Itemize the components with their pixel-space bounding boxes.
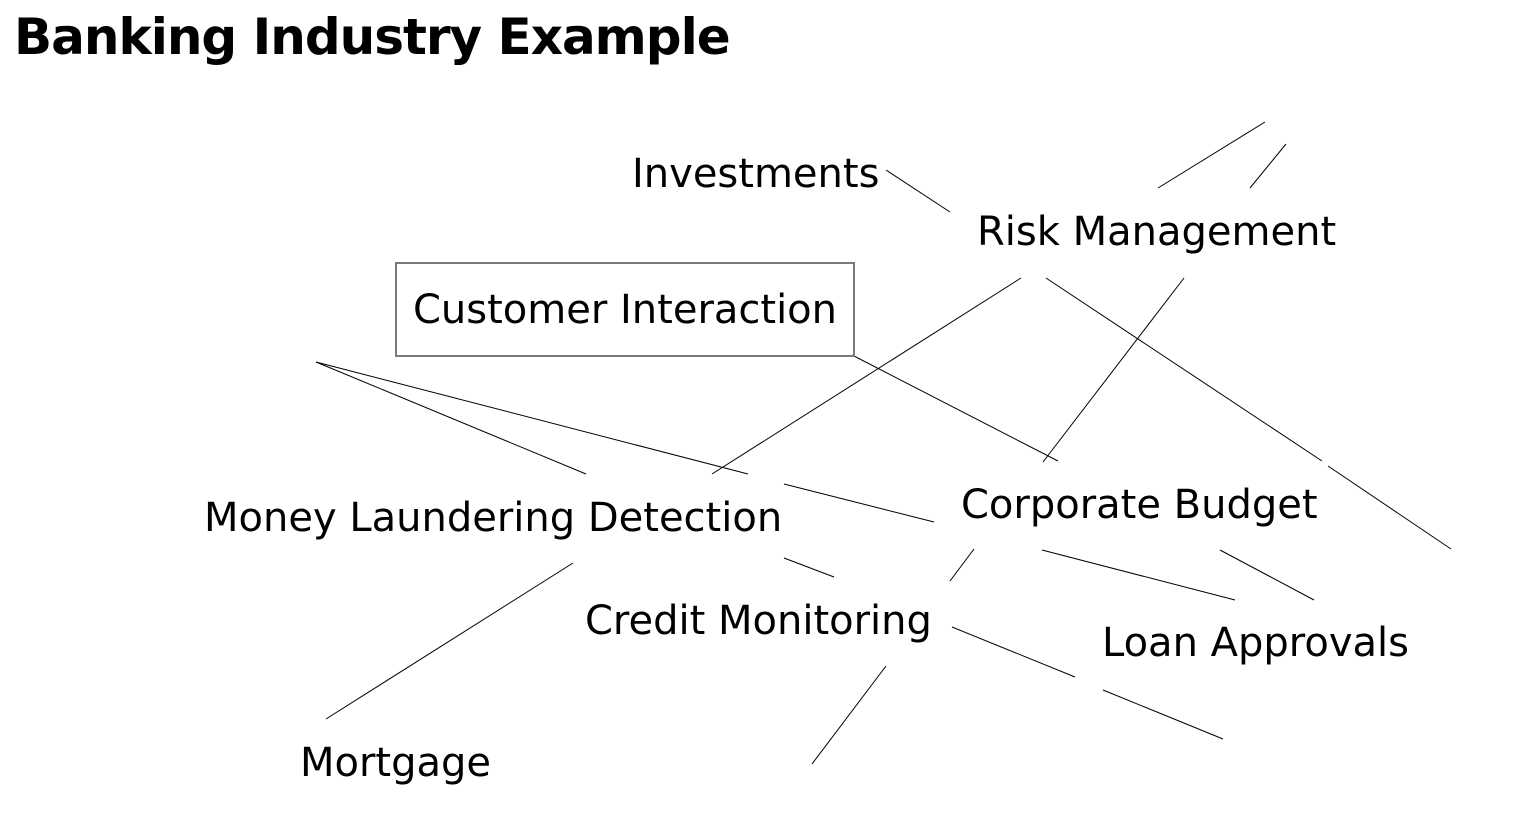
connector-line bbox=[315, 361, 587, 475]
node-loan-approvals: Loan Approvals bbox=[1102, 620, 1409, 666]
connector-line bbox=[783, 483, 935, 523]
node-mortgage: Mortgage bbox=[300, 740, 492, 786]
connector-line bbox=[1041, 549, 1236, 601]
node-money-laundering-detection: Money Laundering Detection bbox=[204, 495, 783, 541]
node-risk-management: Risk Management bbox=[977, 209, 1337, 255]
connector-line bbox=[1045, 277, 1323, 462]
connector-line bbox=[1327, 465, 1452, 550]
connector-line bbox=[315, 361, 749, 475]
connector-line bbox=[949, 548, 975, 582]
connector-line bbox=[951, 626, 1076, 678]
connector-line bbox=[851, 354, 1059, 462]
connector-line bbox=[1249, 143, 1287, 189]
connector-line bbox=[1157, 121, 1266, 189]
connector-line bbox=[811, 665, 887, 765]
node-investments: Investments bbox=[632, 151, 880, 197]
connector-line bbox=[1102, 689, 1224, 740]
connector-line bbox=[1042, 277, 1185, 463]
connector-line bbox=[885, 169, 951, 213]
connector-line bbox=[325, 562, 574, 720]
node-corporate-budget: Corporate Budget bbox=[961, 482, 1318, 528]
connector-line bbox=[1219, 549, 1315, 601]
connector-line bbox=[711, 277, 1022, 475]
connector-line bbox=[783, 557, 835, 578]
node-credit-monitoring: Credit Monitoring bbox=[585, 598, 932, 644]
node-customer-interaction: Customer Interaction bbox=[395, 262, 855, 357]
diagram-title: Banking Industry Example bbox=[14, 8, 731, 66]
